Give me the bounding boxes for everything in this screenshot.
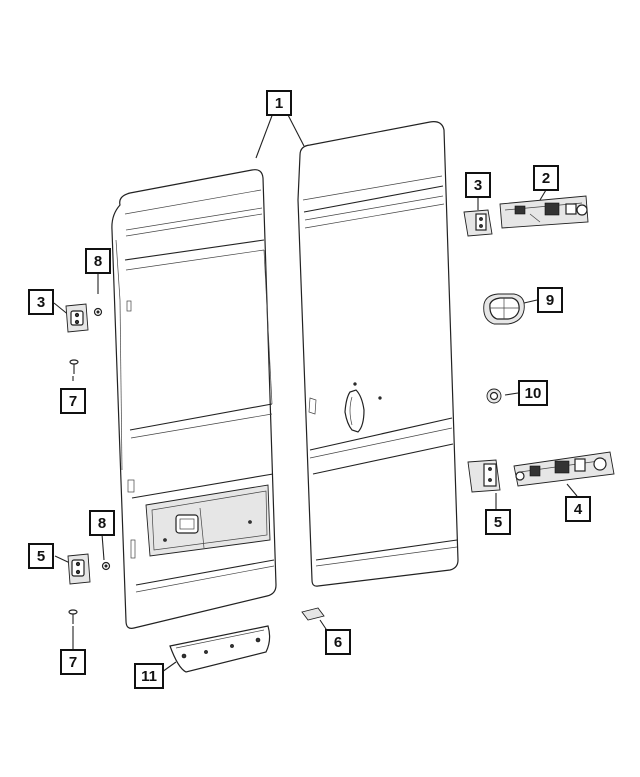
callout-8a[interactable]: 8 <box>85 248 111 274</box>
left-rear-door <box>111 169 277 629</box>
callout-3a[interactable]: 3 <box>465 172 491 198</box>
callout-10[interactable]: 10 <box>518 380 548 406</box>
callout-3b[interactable]: 3 <box>28 289 54 315</box>
bolt-7-lower <box>68 609 78 624</box>
callout-11[interactable]: 11 <box>134 663 164 689</box>
right-rear-door <box>297 121 459 587</box>
clip-plate <box>301 607 325 621</box>
callout-7b[interactable]: 7 <box>60 649 86 675</box>
callout-5b[interactable]: 5 <box>28 543 54 569</box>
latch-assembly-upper <box>499 195 589 229</box>
hinge-upper-right <box>463 209 493 237</box>
hinge-lower-right <box>467 459 501 493</box>
leader-lines <box>53 112 578 673</box>
nut-8-lower <box>101 561 111 571</box>
hinge-upper-left <box>65 303 89 333</box>
callout-2[interactable]: 2 <box>533 165 559 191</box>
round-grommet <box>486 388 502 404</box>
access-plug <box>483 293 525 325</box>
callout-1[interactable]: 1 <box>266 90 292 116</box>
callout-4[interactable]: 4 <box>565 496 591 522</box>
callout-9[interactable]: 9 <box>537 287 563 313</box>
bolt-7-upper <box>69 359 79 374</box>
nut-8-upper <box>93 307 103 317</box>
callout-6[interactable]: 6 <box>325 629 351 655</box>
latch-assembly-lower <box>513 451 615 487</box>
lower-trim-bracket <box>169 625 271 673</box>
callout-5a[interactable]: 5 <box>485 509 511 535</box>
callout-7a[interactable]: 7 <box>60 388 86 414</box>
hinge-lower-left <box>67 553 91 585</box>
callout-8b[interactable]: 8 <box>89 510 115 536</box>
